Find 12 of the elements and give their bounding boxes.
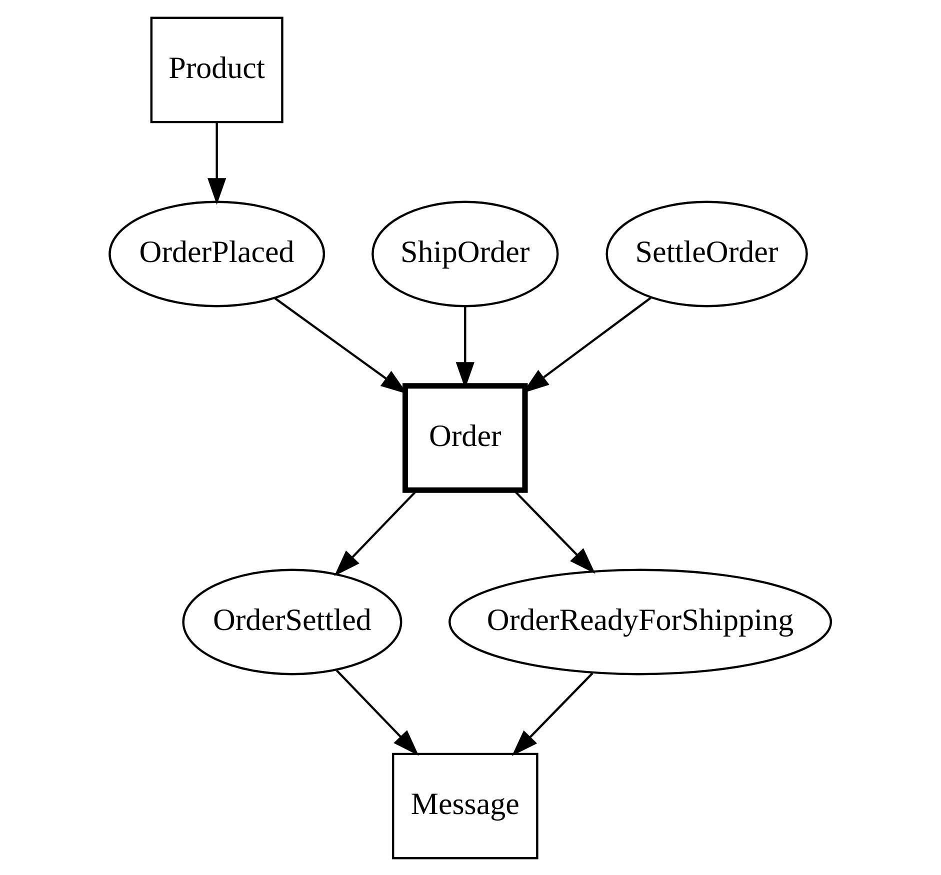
node-ellipse: OrderPlaced xyxy=(108,200,326,307)
node-ellipse: SettleOrder xyxy=(606,200,808,307)
arrow xyxy=(456,306,474,388)
arrow xyxy=(208,122,226,204)
node-box: Product xyxy=(150,16,284,123)
arrow xyxy=(336,669,419,756)
node-ellipse: OrderReadyForShipping xyxy=(448,568,832,675)
node-ellipse: ShipOrder xyxy=(372,200,559,307)
node-box: Order xyxy=(402,382,528,492)
arrow xyxy=(512,672,594,756)
node-ellipse: OrderSettled xyxy=(182,568,402,675)
node-box: Message xyxy=(392,752,538,859)
